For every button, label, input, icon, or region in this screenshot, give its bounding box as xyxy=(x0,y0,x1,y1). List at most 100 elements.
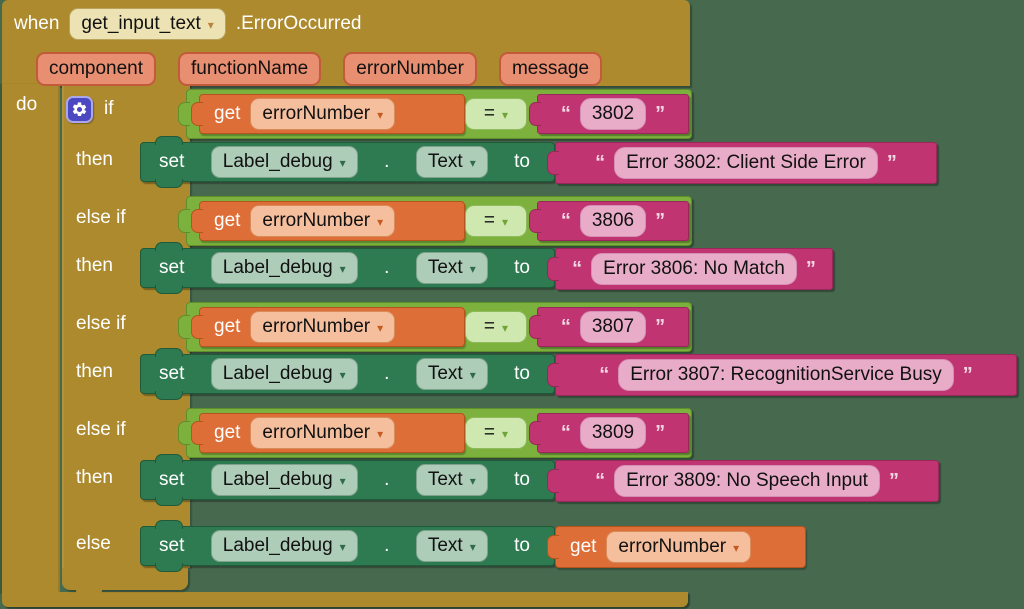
dropdown-arrow-icon: ▾ xyxy=(377,108,384,122)
dropdown-arrow-icon: ▾ xyxy=(502,108,509,122)
component-dropdown-value: get_input_text xyxy=(81,13,201,34)
value-plug-icon xyxy=(191,315,203,339)
property-select-dropdown[interactable]: Text ▾ xyxy=(415,464,488,496)
then-label: then xyxy=(76,361,113,382)
text-field[interactable]: 3809 xyxy=(579,417,647,449)
get-variable-block[interactable]: get errorNumber ▾ xyxy=(547,526,806,568)
property-select-dropdown[interactable]: Text ▾ xyxy=(415,530,488,562)
text-field[interactable]: Error 3807: RecognitionService Busy xyxy=(618,359,954,391)
set-property-block[interactable]: set Label_debug ▾ . Text ▾ to xyxy=(140,454,555,506)
if-control-block-bottom[interactable] xyxy=(62,568,188,597)
compare-equals-block[interactable]: get errorNumber ▾ = ▾ “ 3809 ” xyxy=(178,408,692,458)
text-string-block[interactable]: “ 3809 ” xyxy=(529,413,689,453)
component-select-dropdown[interactable]: Label_debug ▾ xyxy=(210,530,358,562)
value-plug-icon xyxy=(529,315,541,339)
param-errorNumber[interactable]: errorNumber xyxy=(343,52,477,86)
dropdown-arrow-icon: ▾ xyxy=(339,156,346,170)
component-dropdown[interactable]: get_input_text ▾ xyxy=(69,8,226,40)
param-functionName[interactable]: functionName xyxy=(178,52,322,86)
value-plug-icon xyxy=(547,257,559,281)
text-string-block[interactable]: “ Error 3809: No Speech Input ” xyxy=(547,460,939,502)
component-select-dropdown[interactable]: Label_debug ▾ xyxy=(210,146,358,178)
variable-dropdown[interactable]: errorNumber ▾ xyxy=(606,531,752,563)
param-component[interactable]: component xyxy=(36,52,157,86)
dropdown-arrow-icon: ▾ xyxy=(469,368,476,382)
operator-dropdown[interactable]: = ▾ xyxy=(465,311,527,343)
set-property-block[interactable]: set Label_debug ▾ . Text ▾ to xyxy=(140,348,555,400)
text-field[interactable]: 3807 xyxy=(579,311,647,343)
dropdown-arrow-icon: ▾ xyxy=(469,156,476,170)
mutator-gear-icon[interactable] xyxy=(66,96,93,123)
when-header: when get_input_text ▾ .ErrorOccurred xyxy=(14,8,361,40)
value-plug-icon xyxy=(529,102,541,126)
property-select-dropdown[interactable]: Text ▾ xyxy=(415,252,488,284)
set-property-block[interactable]: set Label_debug ▾ . Text ▾ to xyxy=(140,520,555,572)
text-field[interactable]: 3806 xyxy=(579,205,647,237)
dropdown-arrow-icon: ▾ xyxy=(469,262,476,276)
when-keyword: when xyxy=(14,13,60,34)
event-name: .ErrorOccurred xyxy=(235,13,362,34)
property-select-dropdown[interactable]: Text ▾ xyxy=(415,146,488,178)
text-string-block[interactable]: “ Error 3807: RecognitionService Busy ” xyxy=(547,354,1017,396)
text-field[interactable]: Error 3809: No Speech Input xyxy=(614,465,880,497)
property-select-dropdown[interactable]: Text ▾ xyxy=(415,358,488,390)
variable-dropdown[interactable]: errorNumber ▾ xyxy=(250,205,396,237)
get-variable-block[interactable]: get errorNumber ▾ xyxy=(191,201,465,241)
get-variable-block[interactable]: get errorNumber ▾ xyxy=(191,94,465,134)
value-plug-icon xyxy=(178,209,190,233)
text-field[interactable]: Error 3806: No Match xyxy=(591,253,797,285)
else-label: else xyxy=(76,533,111,554)
text-field[interactable]: Error 3802: Client Side Error xyxy=(614,147,878,179)
text-string-block[interactable]: “ 3806 ” xyxy=(529,201,689,241)
then-label: then xyxy=(76,255,113,276)
value-plug-icon xyxy=(191,102,203,126)
compare-equals-block[interactable]: get errorNumber ▾ = ▾ “ 3806 ” xyxy=(178,196,692,246)
get-variable-block[interactable]: get errorNumber ▾ xyxy=(191,307,465,347)
text-string-block[interactable]: “ Error 3802: Client Side Error ” xyxy=(547,142,937,184)
when-event-block-bottom[interactable] xyxy=(2,592,688,607)
dropdown-arrow-icon: ▾ xyxy=(469,540,476,554)
component-select-dropdown[interactable]: Label_debug ▾ xyxy=(210,358,358,390)
value-plug-icon xyxy=(547,469,559,493)
if-label: if xyxy=(104,98,114,119)
dropdown-arrow-icon: ▾ xyxy=(377,321,384,335)
text-string-block[interactable]: “ 3807 ” xyxy=(529,307,689,347)
variable-dropdown[interactable]: errorNumber ▾ xyxy=(250,98,396,130)
variable-dropdown[interactable]: errorNumber ▾ xyxy=(250,417,396,449)
operator-dropdown[interactable]: = ▾ xyxy=(465,98,527,130)
dropdown-arrow-icon: ▾ xyxy=(207,18,214,32)
set-property-block[interactable]: set Label_debug ▾ . Text ▾ to xyxy=(140,136,555,188)
component-select-dropdown[interactable]: Label_debug ▾ xyxy=(210,252,358,284)
value-plug-icon xyxy=(547,363,559,387)
else-if-label: else if xyxy=(76,419,126,440)
get-variable-block[interactable]: get errorNumber ▾ xyxy=(191,413,465,453)
variable-dropdown[interactable]: errorNumber ▾ xyxy=(250,311,396,343)
dropdown-arrow-icon: ▾ xyxy=(339,474,346,488)
value-plug-icon xyxy=(191,421,203,445)
else-if-label: else if xyxy=(76,313,126,334)
dropdown-arrow-icon: ▾ xyxy=(502,215,509,229)
text-string-block[interactable]: “ 3802 ” xyxy=(529,94,689,134)
then-label: then xyxy=(76,467,113,488)
then-label: then xyxy=(76,149,113,170)
value-plug-icon xyxy=(529,421,541,445)
when-event-block-spine[interactable] xyxy=(2,84,60,594)
dropdown-arrow-icon: ▾ xyxy=(339,262,346,276)
dropdown-arrow-icon: ▾ xyxy=(733,541,740,555)
value-plug-icon xyxy=(547,535,559,559)
operator-dropdown[interactable]: = ▾ xyxy=(465,417,527,449)
dropdown-arrow-icon: ▾ xyxy=(339,368,346,382)
component-select-dropdown[interactable]: Label_debug ▾ xyxy=(210,464,358,496)
set-property-block[interactable]: set Label_debug ▾ . Text ▾ to xyxy=(140,242,555,294)
param-message[interactable]: message xyxy=(498,52,603,86)
text-string-block[interactable]: “ Error 3806: No Match ” xyxy=(547,248,833,290)
event-params: component functionName errorNumber messa… xyxy=(36,52,603,86)
operator-dropdown[interactable]: = ▾ xyxy=(465,205,527,237)
compare-equals-block[interactable]: get errorNumber ▾ = ▾ “ 3802 ” xyxy=(178,89,692,139)
compare-equals-block[interactable]: get errorNumber ▾ = ▾ “ 3807 ” xyxy=(178,302,692,352)
text-field[interactable]: 3802 xyxy=(579,98,647,130)
value-plug-icon xyxy=(191,209,203,233)
dropdown-arrow-icon: ▾ xyxy=(339,540,346,554)
dropdown-arrow-icon: ▾ xyxy=(469,474,476,488)
